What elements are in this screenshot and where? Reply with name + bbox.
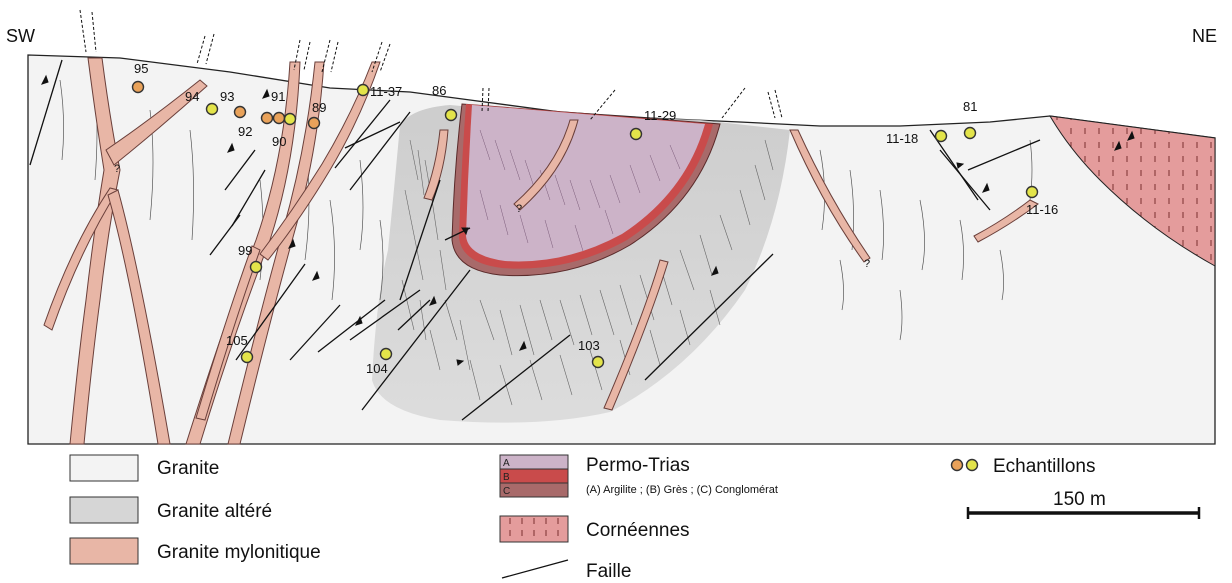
sample-point xyxy=(1025,185,1039,199)
scale-bar-label: 150 m xyxy=(1053,489,1106,510)
legend-swatch-argilite xyxy=(499,454,569,470)
sample-point xyxy=(629,127,643,141)
uncertain-mark: ? xyxy=(864,258,870,270)
mylonite-bands xyxy=(43,57,1039,445)
legend-swatch-faille xyxy=(501,559,569,579)
sample-label: 86 xyxy=(432,83,446,98)
sample-point xyxy=(233,105,247,119)
sample-point xyxy=(444,108,458,122)
faults xyxy=(29,59,1041,421)
legend-label-granite-mylonitique: Granite mylonitique xyxy=(157,542,321,563)
sample-label: 11-16 xyxy=(1026,202,1058,217)
fault-arrows-top xyxy=(79,9,783,121)
legend-letter-c: C xyxy=(503,486,510,497)
sample-point xyxy=(272,111,286,125)
sample-label: 94 xyxy=(185,89,199,104)
legend: Granite Granite altéré Granite mylonitiq… xyxy=(69,454,1201,582)
uncertain-mark: ? xyxy=(114,163,120,175)
sample-label: 93 xyxy=(220,89,234,104)
legend-label-granite-altere: Granite altéré xyxy=(157,501,272,522)
legend-swatch-granite xyxy=(69,454,139,482)
legend-label-faille: Faille xyxy=(586,561,631,582)
sample-point xyxy=(307,116,321,130)
sample-label: 81 xyxy=(963,99,977,114)
sample-point xyxy=(283,112,297,126)
sample-label: 92 xyxy=(238,124,252,139)
sample-point xyxy=(260,111,274,125)
sample-label: 90 xyxy=(272,134,286,149)
direction-sw: SW xyxy=(6,26,35,46)
legend-swatch-conglomerat xyxy=(499,482,569,498)
legend-swatch-gres xyxy=(499,468,569,484)
sample-label: 95 xyxy=(134,61,148,76)
sample-point xyxy=(205,102,219,116)
legend-swatch-granite-mylonitique xyxy=(69,537,139,565)
sample-label: 105 xyxy=(226,333,248,348)
sample-label: 104 xyxy=(366,361,388,376)
sample-label: 99 xyxy=(238,243,252,258)
sample-point xyxy=(934,129,948,143)
legend-swatch-corneennes xyxy=(499,515,569,543)
sample-label: 91 xyxy=(271,89,285,104)
sample-point xyxy=(249,260,263,274)
sample-label: 11-18 xyxy=(886,131,918,146)
legend-label-corneennes: Cornéennes xyxy=(586,520,690,541)
alteration-hatching xyxy=(401,139,774,406)
legend-letter-a: A xyxy=(503,458,510,469)
permo-trias-argilite xyxy=(466,105,705,262)
sample-label: 11-37 xyxy=(370,84,402,99)
sample-points: 95 94 93 92 91 90 89 11-37 86 11-29 81 1… xyxy=(131,61,1058,376)
direction-ne: NE xyxy=(1192,26,1217,46)
legend-sample-yellow xyxy=(965,458,979,472)
legend-label-permo-trias: Permo-Trias xyxy=(586,455,690,476)
legend-label-echantillons: Echantillons xyxy=(993,456,1095,477)
sample-point xyxy=(379,347,393,361)
legend-letter-b: B xyxy=(503,472,510,483)
legend-swatch-granite-altere xyxy=(69,496,139,524)
sample-label: 89 xyxy=(312,100,326,115)
sample-point xyxy=(591,355,605,369)
legend-sample-orange xyxy=(950,458,964,472)
sample-point xyxy=(131,80,145,94)
movement-arrows xyxy=(41,74,1135,366)
sample-label: 103 xyxy=(578,338,600,353)
sample-point xyxy=(356,83,370,97)
legend-sublabel-permo-trias: (A) Argilite ; (B) Grès ; (C) Congloméra… xyxy=(586,484,778,496)
sample-point xyxy=(963,126,977,140)
uncertain-mark: ? xyxy=(516,203,522,215)
sample-label: 11-29 xyxy=(644,108,676,123)
sample-point xyxy=(240,350,254,364)
legend-label-granite: Granite xyxy=(157,458,219,479)
corneennes-zone xyxy=(1049,115,1216,267)
